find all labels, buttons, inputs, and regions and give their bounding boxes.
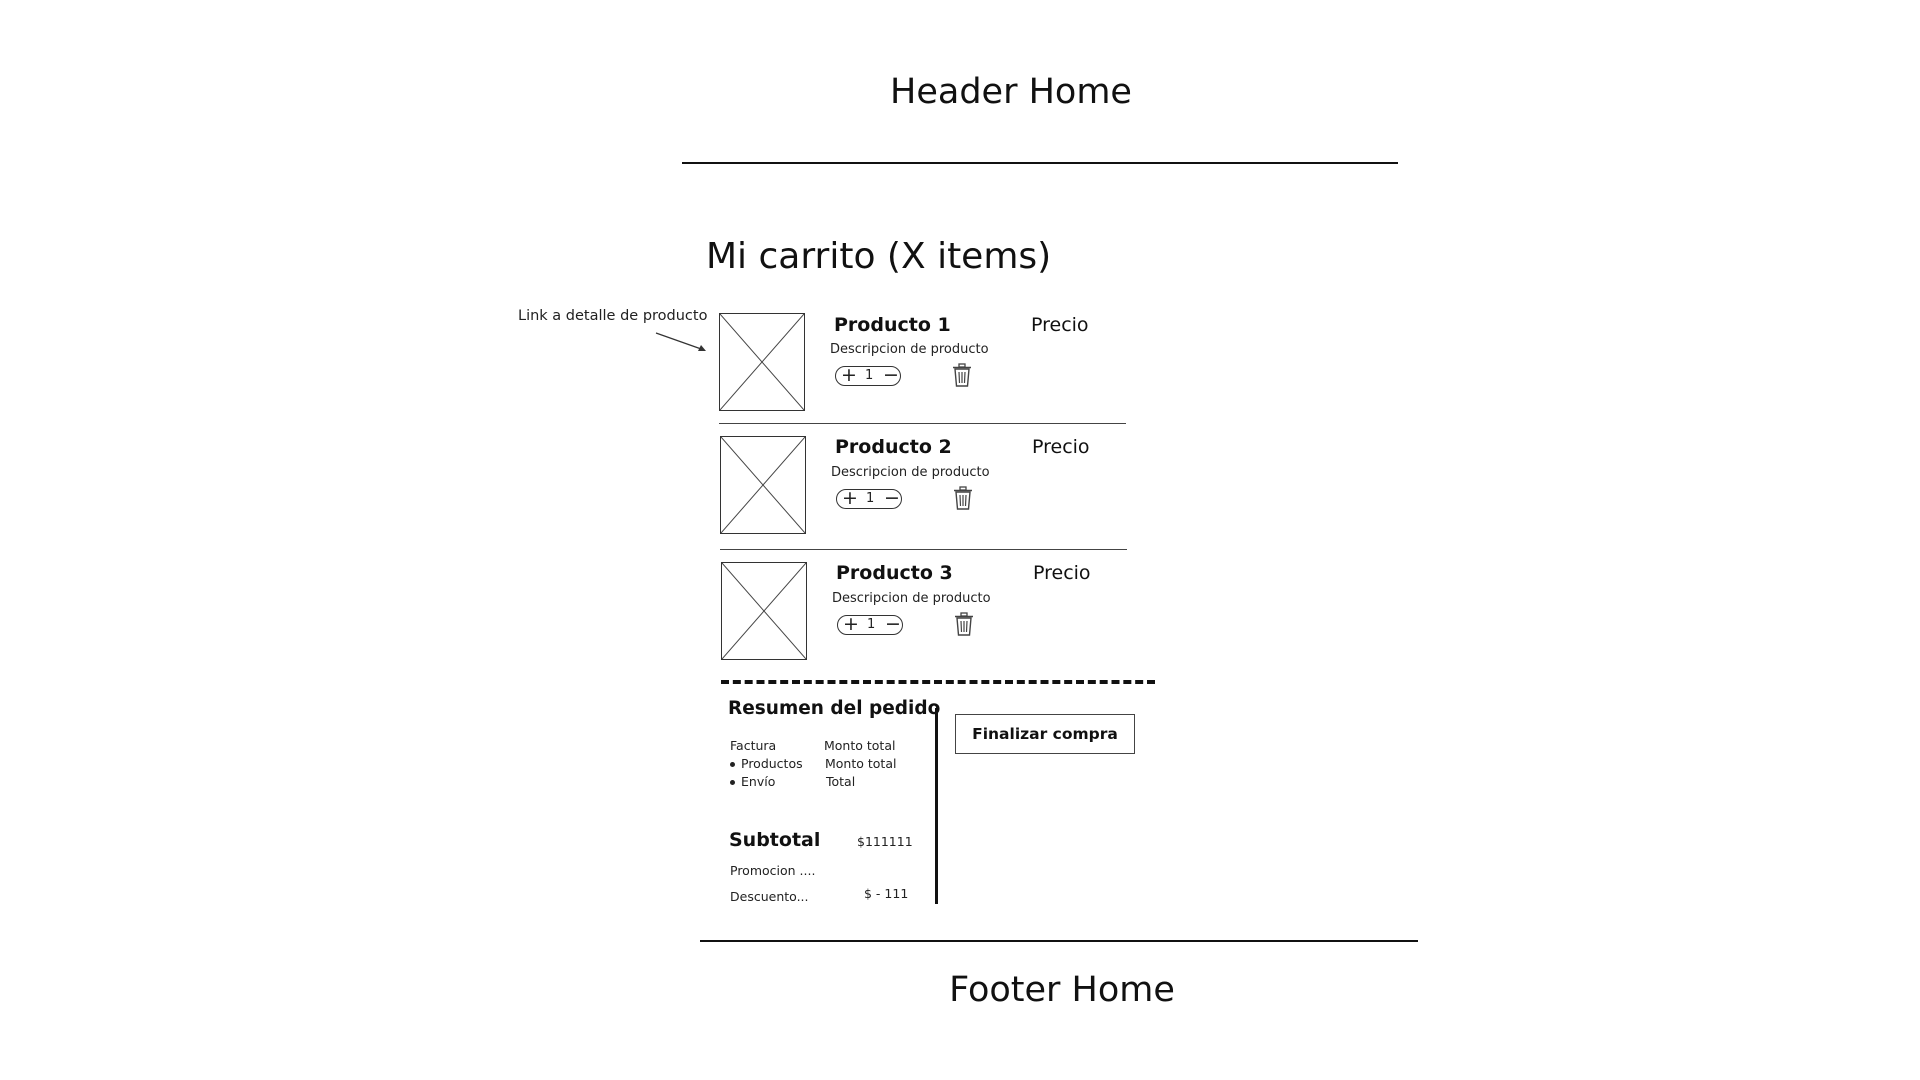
image-placeholder-icon bbox=[721, 437, 805, 533]
checkout-button[interactable]: Finalizar compra bbox=[955, 714, 1135, 754]
discount-value: $ - 111 bbox=[864, 886, 909, 901]
product-image-link[interactable] bbox=[719, 313, 805, 411]
trash-icon[interactable] bbox=[951, 363, 973, 387]
summary-row-label: Productos bbox=[741, 756, 803, 771]
image-placeholder-icon bbox=[720, 314, 804, 410]
product-image-link[interactable] bbox=[720, 436, 806, 534]
product-description: Descripcion de producto bbox=[832, 591, 991, 606]
bullet bbox=[730, 762, 735, 767]
product-divider bbox=[719, 423, 1126, 424]
promo-label: Promocion .... bbox=[730, 863, 816, 878]
quantity-value: 1 bbox=[865, 368, 874, 383]
subtotal-value: $111111 bbox=[857, 834, 913, 849]
bullet bbox=[730, 780, 735, 785]
plus-icon[interactable]: + bbox=[843, 613, 859, 635]
summary-row-label: Factura bbox=[730, 738, 777, 753]
summary-title: Resumen del pedido bbox=[728, 698, 941, 719]
product-name[interactable]: Producto 1 bbox=[834, 314, 951, 336]
product-divider bbox=[720, 549, 1127, 550]
summary-row-value: Monto total bbox=[824, 738, 896, 753]
product-price: Precio bbox=[1032, 436, 1090, 458]
image-placeholder-icon bbox=[722, 563, 806, 659]
product-price: Precio bbox=[1031, 314, 1089, 336]
plus-icon[interactable]: + bbox=[841, 364, 857, 386]
summary-row-value: Total bbox=[826, 774, 856, 789]
quantity-stepper: + 1 − bbox=[837, 613, 903, 635]
summary-vertical-divider bbox=[935, 708, 938, 904]
discount-label: Descuento... bbox=[730, 889, 809, 904]
product-description: Descripcion de producto bbox=[831, 465, 990, 480]
footer-title: Footer Home bbox=[949, 970, 1175, 1010]
product-price: Precio bbox=[1033, 562, 1091, 584]
summary-row-value: Monto total bbox=[825, 756, 897, 771]
header-title: Header Home bbox=[890, 72, 1132, 112]
product-name[interactable]: Producto 3 bbox=[836, 562, 953, 584]
summary-row-label: Envío bbox=[741, 774, 776, 789]
annotation-label: Link a detalle de producto bbox=[518, 308, 708, 324]
summary-divider bbox=[721, 680, 1155, 684]
annotation-arrow-icon bbox=[655, 332, 706, 351]
trash-icon[interactable] bbox=[953, 612, 975, 636]
product-name[interactable]: Producto 2 bbox=[835, 436, 952, 458]
header-divider bbox=[682, 162, 1398, 164]
product-description: Descripcion de producto bbox=[830, 342, 989, 357]
quantity-stepper: + 1 − bbox=[836, 487, 902, 509]
cart-title: Mi carrito (X items) bbox=[706, 236, 1052, 277]
quantity-value: 1 bbox=[866, 491, 875, 506]
minus-icon[interactable]: − bbox=[884, 487, 900, 509]
quantity-stepper: + 1 − bbox=[835, 364, 901, 386]
minus-icon[interactable]: − bbox=[883, 364, 899, 386]
subtotal-label: Subtotal bbox=[729, 829, 821, 851]
product-image-link[interactable] bbox=[721, 562, 807, 660]
footer-divider bbox=[700, 940, 1418, 942]
quantity-value: 1 bbox=[867, 617, 876, 632]
minus-icon[interactable]: − bbox=[885, 613, 901, 635]
plus-icon[interactable]: + bbox=[842, 487, 858, 509]
trash-icon[interactable] bbox=[952, 486, 974, 510]
